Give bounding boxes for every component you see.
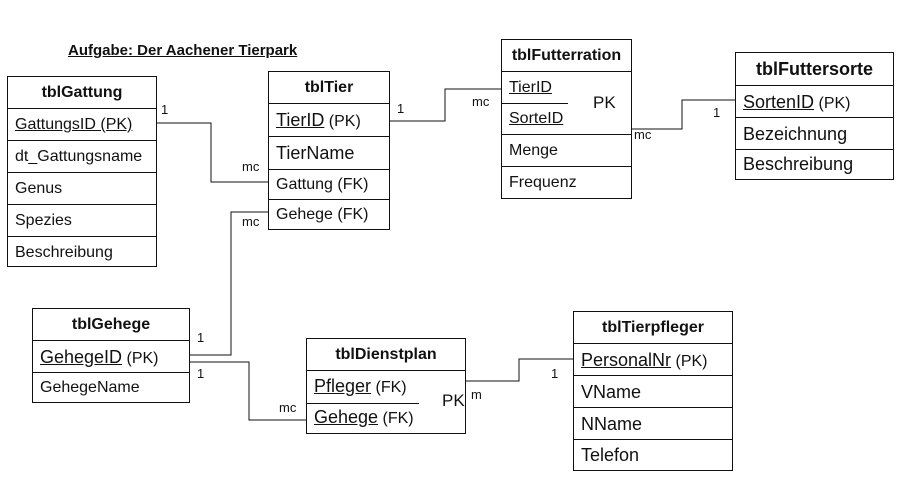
futterration-pk-group: TierID SorteID PK <box>502 72 631 135</box>
cardinality-label: mc <box>634 127 652 142</box>
tier-field-pk: TierID (PK) <box>269 104 389 137</box>
line-tier-futterration <box>389 88 501 122</box>
cardinality-label: mc <box>242 159 260 174</box>
gattung-field: dt_Gattungsname <box>8 141 156 173</box>
dienstplan-pk-label: PK <box>442 391 465 410</box>
gehege-field: GehegeName <box>40 379 140 396</box>
futterration-pk-field: TierID <box>509 79 552 96</box>
dienstplan-pk-field: Gehege (FK) <box>307 402 465 433</box>
table-futterration-title: tblFutterration <box>502 40 631 72</box>
gattung-field: Spezies <box>8 205 156 237</box>
cardinality-label: 1 <box>197 366 205 381</box>
tier-field: Gattung (FK) <box>269 170 389 200</box>
tier-pk-suffix: (PK) <box>324 113 361 130</box>
table-dienstplan: tblDienstplan Pfleger (FK) Gehege (FK) P… <box>306 338 466 434</box>
futterration-field: Menge <box>502 135 631 167</box>
table-tier-title: tblTier <box>269 72 389 104</box>
tierpfleger-field: NName <box>574 408 732 440</box>
futterration-pk-divider <box>502 103 568 104</box>
gattung-field: Genus <box>8 173 156 205</box>
line-dienstplan-tierpfleger <box>465 358 573 382</box>
table-gehege-title: tblGehege <box>33 309 189 341</box>
table-gattung-title: tblGattung <box>8 77 156 109</box>
line-gehege-dienstplan <box>190 361 306 421</box>
table-dienstplan-title: tblDienstplan <box>307 339 465 371</box>
table-gehege: tblGehege GehegeID (PK) GehegeName <box>32 308 190 403</box>
tier-pk-name: TierID <box>276 110 325 130</box>
tierpfleger-field: Telefon <box>581 445 640 465</box>
line-tier-gehege <box>190 211 268 356</box>
gehege-pk-suffix: (PK) <box>122 350 159 367</box>
table-tierpfleger-title: tblTierpfleger <box>574 312 732 344</box>
gattung-field-pk: GattungsID (PK) <box>8 109 156 141</box>
cardinality-label: 1 <box>551 366 559 381</box>
table-futtersorte: tblFuttersorte SortenID (PK) Bezeichnung… <box>735 52 894 180</box>
table-futterration: tblFutterration TierID SorteID PK Menge … <box>501 39 632 199</box>
tierpfleger-field-pk: PersonalNr (PK) <box>574 344 732 376</box>
tierpfleger-pk-name: PersonalNr <box>581 350 672 370</box>
futtersorte-pk-suffix: (PK) <box>814 95 851 112</box>
futtersorte-field: Bezeichnung <box>736 118 893 150</box>
cardinality-label: 1 <box>713 105 721 120</box>
dienstplan-pk-name: Gehege <box>314 407 379 427</box>
table-gattung: tblGattung GattungsID (PK) dt_Gattungsna… <box>7 76 157 267</box>
table-futtersorte-title: tblFuttersorte <box>736 53 893 86</box>
line-gattung-tier <box>156 122 268 183</box>
futtersorte-field-pk: SortenID (PK) <box>736 86 893 118</box>
cardinality-label: m <box>471 387 482 402</box>
dienstplan-pk-field: Pfleger (FK) <box>307 371 465 402</box>
dienstplan-pk-suffix: (FK) <box>378 410 414 427</box>
dienstplan-pk-divider <box>307 403 419 404</box>
cardinality-label: 1 <box>197 330 205 345</box>
diagram-title: Aufgabe: Der Aachener Tierpark <box>68 42 298 59</box>
table-tierpfleger: tblTierpfleger PersonalNr (PK) VName NNa… <box>573 311 733 471</box>
futterration-field: Frequenz <box>509 174 577 191</box>
tier-field: Gehege (FK) <box>276 206 369 223</box>
line-futterration-futtersorte <box>631 99 735 130</box>
dienstplan-pk-name: Pfleger <box>314 376 372 396</box>
cardinality-label: mc <box>242 214 260 229</box>
futterration-pk-label: PK <box>593 93 616 112</box>
tier-field: TierName <box>269 137 389 170</box>
tierpfleger-pk-suffix: (PK) <box>671 353 708 370</box>
cardinality-label: mc <box>472 94 490 109</box>
cardinality-label: mc <box>279 400 297 415</box>
table-tier: tblTier TierID (PK) TierName Gattung (FK… <box>268 71 390 230</box>
futtersorte-field: Beschreibung <box>743 154 854 174</box>
dienstplan-pk-suffix: (FK) <box>371 379 407 396</box>
gehege-field-pk: GehegeID (PK) <box>33 341 189 373</box>
futtersorte-pk-name: SortenID <box>743 92 815 112</box>
futterration-pk-field: SorteID <box>509 110 564 127</box>
gattung-field: Beschreibung <box>15 244 113 261</box>
dienstplan-pk-group: Pfleger (FK) Gehege (FK) PK <box>307 371 465 433</box>
gehege-pk-name: GehegeID <box>40 347 123 367</box>
cardinality-label: 1 <box>397 101 405 116</box>
tierpfleger-field: VName <box>574 376 732 408</box>
cardinality-label: 1 <box>161 102 169 117</box>
